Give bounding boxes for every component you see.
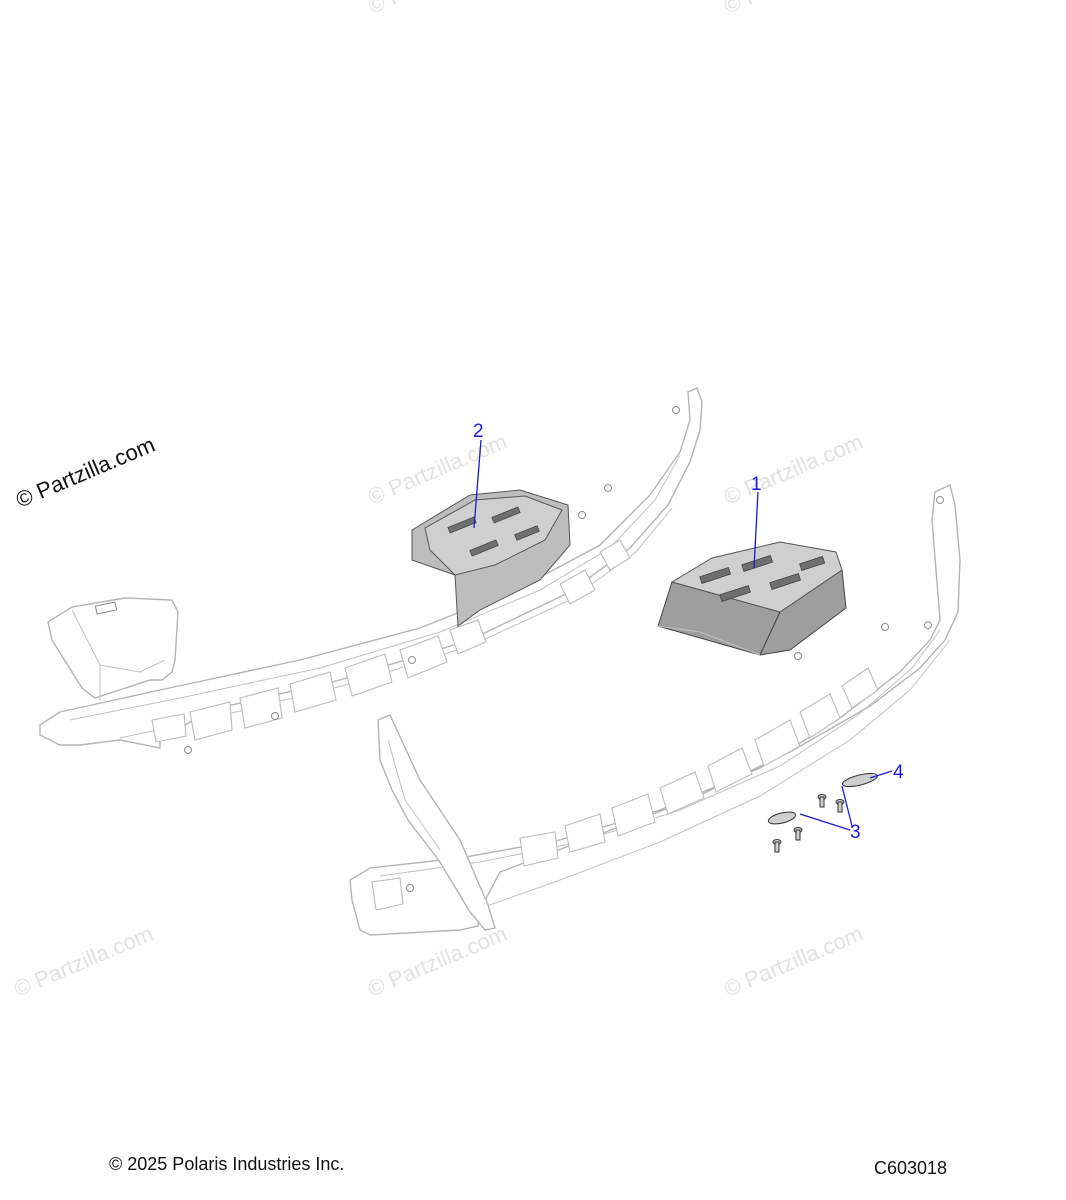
callout-leader-3a (841, 785, 853, 827)
diagram-code: C603018 (874, 1158, 948, 1178)
footrest-pad-left (411, 489, 571, 627)
backing-plate (841, 772, 879, 788)
footrest-pad-right (657, 541, 847, 656)
left-rail-cells (151, 539, 631, 743)
screw (817, 794, 827, 808)
callout-leader-2 (473, 439, 482, 529)
copyright-notice: © 2025 Polaris Industries Inc. (109, 1154, 345, 1174)
callouts: 1 2 3 4 (473, 421, 904, 843)
screw (772, 839, 782, 853)
partzilla-watermark: © Partzilla.com (12, 432, 158, 513)
screw (793, 827, 803, 841)
callout-label-2: 2 (473, 421, 484, 442)
callout-leader-1 (753, 491, 759, 569)
screw (835, 799, 845, 813)
callout-leader-3b (799, 813, 851, 831)
watermark-text: © Partzilla.com (720, 429, 866, 510)
callout-label-4: 4 (893, 762, 904, 783)
watermark-text: © Partzilla.com (720, 921, 866, 1002)
right-rail-cells (371, 667, 879, 911)
watermark-text: © Partzilla.com (720, 0, 866, 19)
right-footrest-rail (349, 484, 961, 936)
callout-label-3: 3 (850, 822, 861, 843)
callout-leader-4 (869, 770, 893, 779)
left-footrest-rail (39, 387, 703, 754)
backing-plate (767, 811, 797, 825)
watermark-text: © Partzilla.com (10, 921, 156, 1002)
watermark-text: © Partzilla.com (364, 0, 510, 19)
callout-label-1: 1 (751, 474, 762, 495)
hardware-group (767, 772, 879, 853)
